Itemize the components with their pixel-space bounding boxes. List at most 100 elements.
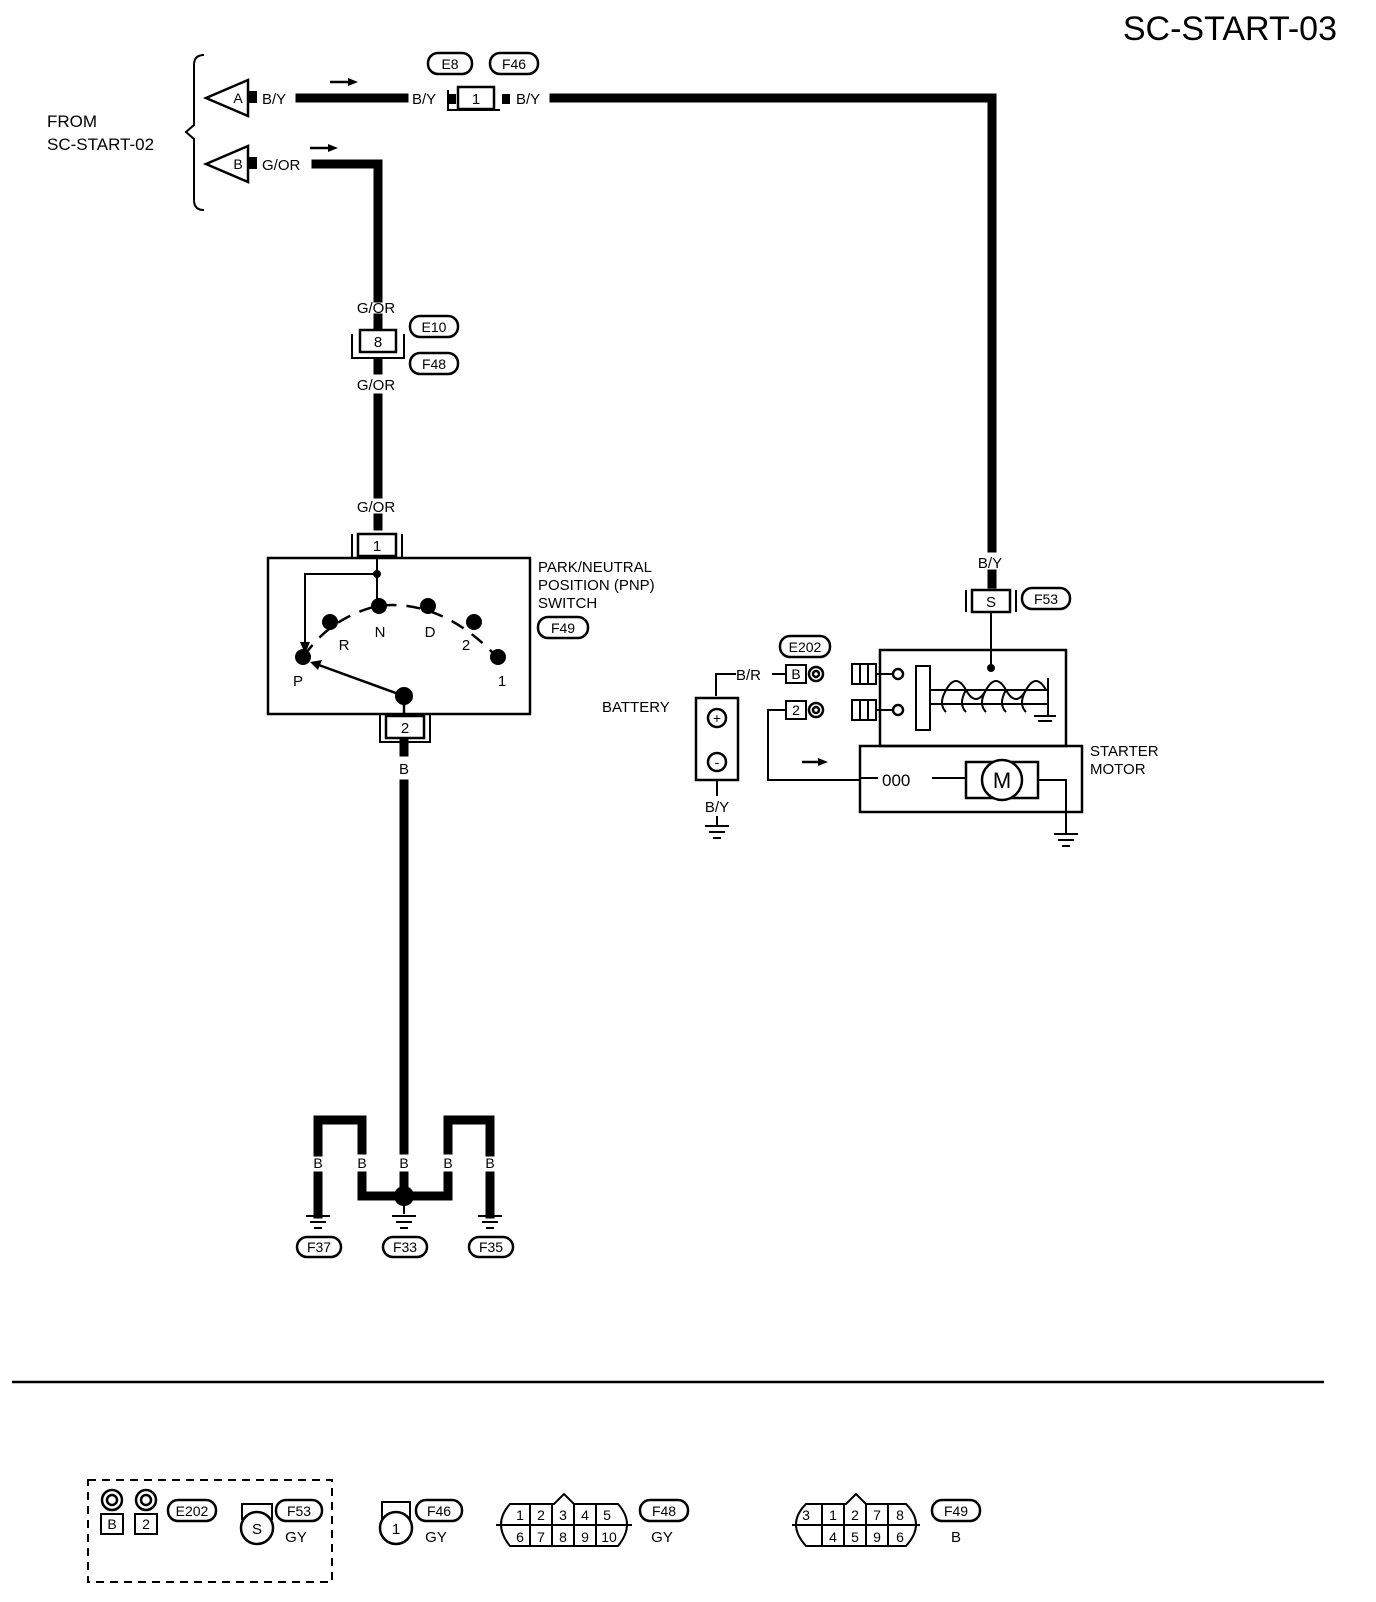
e202-terminal-b: B (785, 664, 825, 684)
svg-text:2: 2 (851, 1507, 859, 1523)
svg-text:3: 3 (802, 1507, 810, 1523)
connector-label-f35: F35 (467, 1235, 515, 1259)
pnp-switch-wiper (310, 660, 413, 714)
connector-view-f53: S F53 GY (239, 1498, 324, 1546)
svg-text:7: 7 (873, 1507, 881, 1523)
svg-text:B: B (791, 666, 800, 682)
current-arrow-a (330, 78, 358, 86)
wire-label-a: B/Y (262, 91, 286, 108)
e202-terminal-2: 2 (785, 700, 825, 720)
connector-label-e10: E10 (408, 314, 460, 339)
pnp-switch-pin2: 2 (379, 714, 431, 743)
motor-symbol: M (964, 758, 1040, 802)
svg-text:2: 2 (401, 720, 409, 737)
current-arrow-starter (802, 758, 828, 766)
svg-text:F37: F37 (307, 1239, 331, 1255)
wire-label-b: G/OR (262, 157, 301, 174)
svg-text:7: 7 (537, 1529, 545, 1545)
svg-text:8: 8 (896, 1507, 904, 1523)
pnp-switch-arc (302, 603, 497, 657)
connector-view-f49: 3 1 2 7 8 4 5 9 6 F49 B (792, 1492, 982, 1547)
svg-text:F48: F48 (422, 356, 446, 372)
connector-view-group-box (87, 1479, 333, 1583)
svg-text:8: 8 (374, 334, 382, 351)
svg-text:F46: F46 (427, 1503, 451, 1519)
svg-text:S: S (986, 594, 996, 611)
solenoid-coil (941, 680, 1047, 713)
svg-text:F49: F49 (551, 620, 575, 636)
wire-label-by-right: B/Y (516, 91, 540, 108)
wire-by-top-right (549, 93, 997, 553)
battery-label: BATTERY (602, 699, 670, 716)
pnp-pos-n: N (375, 624, 386, 641)
svg-text:F35: F35 (479, 1239, 503, 1255)
svg-text:E202: E202 (789, 639, 822, 655)
connector-label-f53: F53 (1020, 586, 1072, 611)
input-arrow-a: A (202, 78, 257, 118)
pnp-pos-p: P (293, 673, 303, 690)
wire-gor-upper (311, 159, 383, 303)
pnp-switch-name-3: SWITCH (538, 595, 597, 612)
pnp-contact-n (371, 598, 387, 614)
svg-text:E10: E10 (422, 319, 447, 335)
connector-label-f48: F48 (408, 351, 460, 376)
svg-text:F48: F48 (652, 1503, 676, 1519)
svg-text:B: B (107, 1516, 116, 1532)
svg-text:1: 1 (472, 91, 480, 108)
input-arrow-b: B (202, 144, 257, 184)
wire-label-gor-2: G/OR (357, 377, 396, 394)
wire-label-br: B/R (736, 667, 761, 684)
svg-text:GY: GY (285, 1529, 307, 1546)
svg-text:4: 4 (829, 1529, 837, 1545)
wire-label-by-starter: B/Y (978, 555, 1002, 572)
svg-text:S: S (252, 1521, 262, 1538)
svg-text:2: 2 (142, 1516, 150, 1532)
ground-symbol-f33 (392, 1215, 416, 1229)
svg-text:F53: F53 (1034, 591, 1058, 607)
svg-text:2: 2 (792, 702, 800, 718)
pnp-contact-r (322, 614, 338, 630)
svg-text:B: B (233, 156, 242, 172)
connector-label-f49: F49 (536, 615, 590, 640)
pnp-contact-d (420, 598, 436, 614)
svg-text:10: 10 (601, 1529, 617, 1545)
connector-label-e8: E8 (426, 51, 474, 76)
svg-text:E202: E202 (176, 1503, 209, 1519)
svg-text:GY: GY (425, 1529, 447, 1546)
starter-ground-symbol (1054, 833, 1078, 847)
solenoid-terminals (851, 663, 905, 721)
svg-text:A: A (233, 90, 243, 106)
connector-f53-pin-s: S (965, 588, 1017, 614)
svg-text:9: 9 (873, 1529, 881, 1545)
svg-text:-: - (715, 754, 720, 770)
svg-text:1: 1 (829, 1507, 837, 1523)
svg-text:B: B (951, 1529, 961, 1546)
svg-text:6: 6 (516, 1529, 524, 1545)
wire-label-b-g5: B (485, 1155, 494, 1171)
pnp-pos-1: 1 (498, 673, 506, 690)
starter-label-2: MOTOR (1090, 761, 1146, 778)
pnp-contact-1 (490, 649, 506, 665)
svg-text:000: 000 (882, 771, 910, 790)
connector-view-f48: 1 2 3 4 5 6 7 8 9 10 F48 GY (496, 1492, 690, 1547)
solenoid-plunger (915, 665, 1048, 731)
pnp-pos-d: D (425, 624, 436, 641)
svg-text:+: + (713, 710, 721, 726)
pnp-switch-name-2: POSITION (PNP) (538, 577, 655, 594)
svg-text:1: 1 (392, 1521, 400, 1538)
starter-label-1: STARTER (1090, 743, 1159, 760)
svg-text:F49: F49 (944, 1503, 968, 1519)
from-ref-label: SC-START-02 (47, 135, 154, 154)
svg-text:M: M (993, 768, 1011, 793)
wire-label-b-g4: B (443, 1155, 452, 1171)
battery-ground-symbol (705, 825, 729, 839)
wire-label-b-g2: B (357, 1155, 366, 1171)
wire-label-by-battery: B/Y (705, 799, 729, 816)
connector-e8-f46: 1 (447, 85, 510, 111)
pnp-contact-2 (466, 614, 482, 630)
svg-text:9: 9 (581, 1529, 589, 1545)
pnp-contact-p (295, 649, 311, 665)
pnp-switch-name-1: PARK/NEUTRAL (538, 559, 652, 576)
svg-text:E8: E8 (441, 56, 458, 72)
svg-text:F53: F53 (287, 1503, 311, 1519)
